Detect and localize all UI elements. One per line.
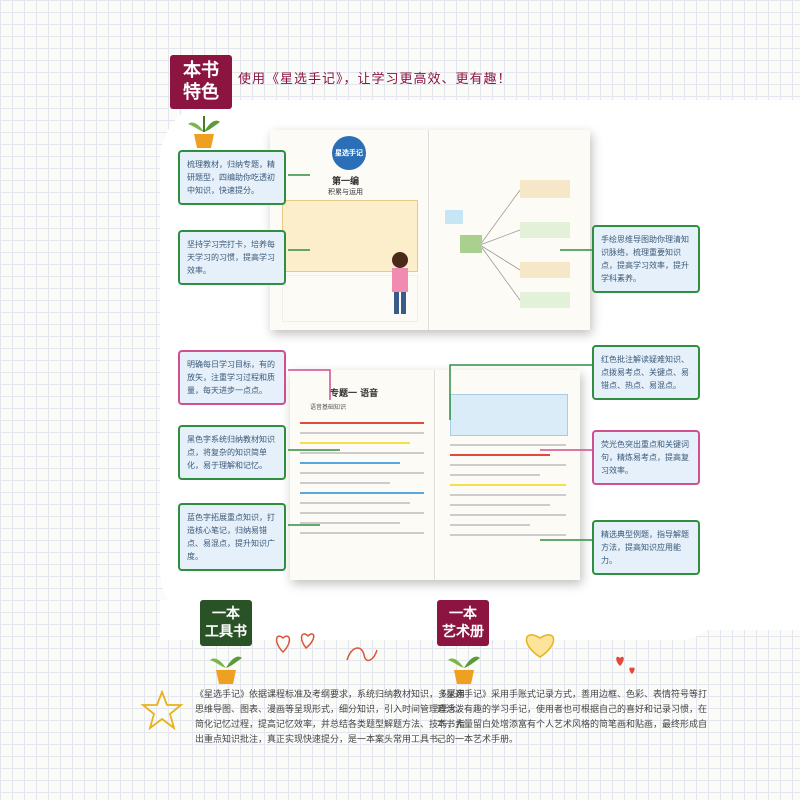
book-chapter-subtitle: 语音基础知识 [310,404,347,411]
art-book-description: 《星选手记》采用手账式记录方式，善用边框、色彩、表情符号等打造活泼有趣的学习手记… [437,690,708,745]
book-page-left: 专题一 语音 语音基础知识 [290,370,435,580]
book-table [450,394,568,436]
book-notes-box [282,275,418,322]
note-left-2: 坚持学习完打卡，培养每天学习的习惯，提高学习效率。 [178,230,286,285]
text-line [450,504,550,506]
text-line [300,512,424,514]
book-page-right [430,130,590,330]
book-spread-1: 星选手记 第一编 积累与运用 [270,130,590,330]
text-line [300,522,400,524]
book-page-left: 星选手记 第一编 积累与运用 [270,130,429,330]
plant-icon [210,656,242,684]
text-line [300,432,424,434]
text-line [450,454,550,456]
book-chapter-title: 专题一 语音 [330,389,379,399]
plant-icon [188,116,220,148]
note-left-5: 蓝色字拓展重点知识，打造核心笔记，归纳易错点、易混点，提升知识广度。 [178,503,286,571]
headline: 使用《星选手记》，让学习更高效、更有趣！ [238,72,512,87]
book-spread-2: 专题一 语音 语音基础知识 [290,370,580,580]
text-line [300,482,390,484]
note-left-1: 梳理教材，归纳专题，精研题型，四编助你吃透初中知识，快速提分。 [178,150,286,205]
star-doodle-icon [140,689,184,731]
text-line [300,492,424,494]
text-line [450,514,566,516]
plant-icon [448,656,480,684]
text-line [450,484,566,486]
text-line [300,462,400,464]
text-line [300,532,424,534]
tool-book-tag: 一本 工具书 [200,600,252,646]
text-line [450,474,540,476]
tool-book-description: 《星选手记》依据课程标准及考纲要求，系统归纳教材知识，多采用思维导图、图表、漫画… [195,690,466,745]
text-line [300,502,410,504]
text-line [300,442,410,444]
girl-illustration [392,252,408,314]
text-line [450,444,566,446]
swirl-doodle-icon [346,647,378,662]
art-book-tag: 一本 艺术册 [437,600,489,646]
small-hearts-icon [616,656,635,674]
note-right-2: 红色批注解读疑难知识、点拨易考点、关键点、易错点、热点、易混点。 [592,345,700,400]
text-line [450,464,566,466]
hearts-doodle-icon [275,633,315,654]
note-left-3: 明确每日学习目标，有的放矢，注重学习过程和质量，每天进步一点点。 [178,350,286,405]
text-line [300,472,424,474]
text-line [450,534,566,536]
note-right-3: 荧光色突出重点和关键词句，精炼易考点，提高复习效率。 [592,430,700,485]
note-left-4: 黑色字系统归纳教材知识点，将复杂的知识简单化，易于理解和记忆。 [178,425,286,480]
feature-tag: 本书 特色 [170,55,232,109]
text-line [450,494,566,496]
text-line [450,524,530,526]
text-line [300,452,424,454]
text-line [300,422,424,424]
book-page-right [436,370,580,580]
book-subtitle: 积累与运用 [328,188,363,196]
mind-map [445,180,570,308]
book-section: 第一编 [332,177,360,187]
note-right-4: 精选典型例题，指导解题方法，提高知识应用能力。 [592,520,700,575]
note-right-1: 手绘思维导图助你理清知识脉络，梳理重要知识点，提高学习效率，提升学科素养。 [592,225,700,293]
heart-doodle-icon [525,634,555,658]
book-logo: 星选手记 [332,136,366,170]
